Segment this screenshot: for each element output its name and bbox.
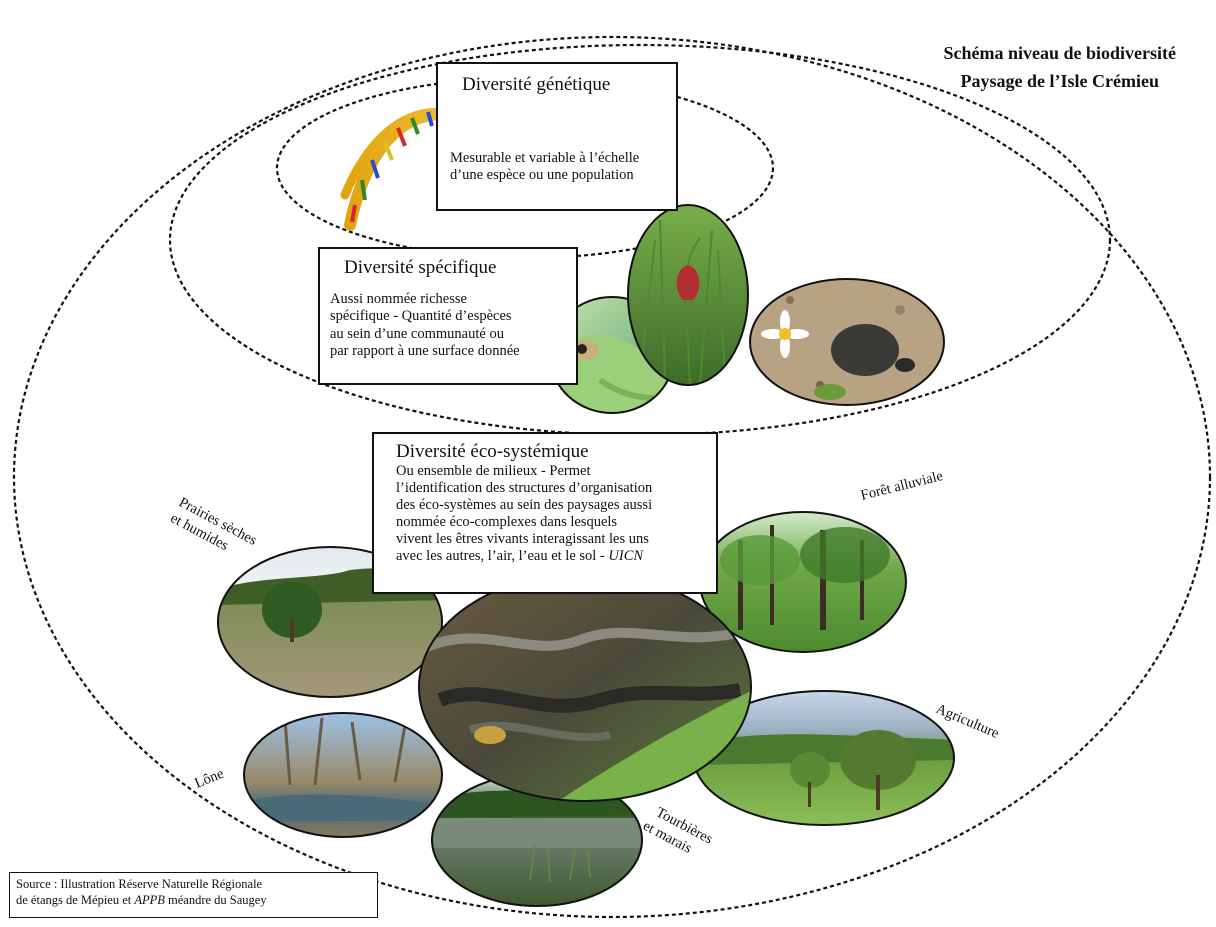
diagram-title: Schéma niveau de biodiversité Paysage de… [944, 40, 1177, 96]
ecosystem-diversity-text: Ou ensemble de milieux - Permet l’identi… [396, 463, 710, 565]
title-line-2: Paysage de l’Isle Crémieu [944, 68, 1177, 96]
label-foret-alluviale: Forêt alluviale [859, 468, 945, 504]
genetic-diversity-box: Diversité génétique Mesurable et variabl… [436, 62, 678, 211]
label-lone: Lône [193, 766, 227, 792]
label-tourbieres: Tourbières et marais [640, 802, 718, 865]
genetic-diversity-text: Mesurable et variable à l’échelle d’une … [450, 150, 670, 185]
ecosystem-diversity-heading: Diversité éco-systémique [396, 442, 710, 463]
ecosystem-diversity-box: Diversité éco-systémique Ou ensemble de … [372, 432, 718, 594]
genetic-diversity-heading: Diversité génétique [462, 74, 670, 96]
title-line-1: Schéma niveau de biodiversité [944, 40, 1177, 68]
species-diversity-box: Diversité spécifique Aussi nommée riches… [318, 247, 578, 385]
oxbow-river-photo [243, 712, 443, 838]
turtle-photo [745, 275, 950, 410]
source-caption: Source : Illustration Réserve Naturelle … [9, 872, 378, 918]
label-prairies: Prairies sèches et humides [168, 494, 263, 566]
uicn-source: UICN [608, 548, 643, 564]
species-diversity-heading: Diversité spécifique [344, 257, 570, 279]
species-diversity-text: Aussi nommée richesse spécifique - Quant… [330, 291, 570, 361]
